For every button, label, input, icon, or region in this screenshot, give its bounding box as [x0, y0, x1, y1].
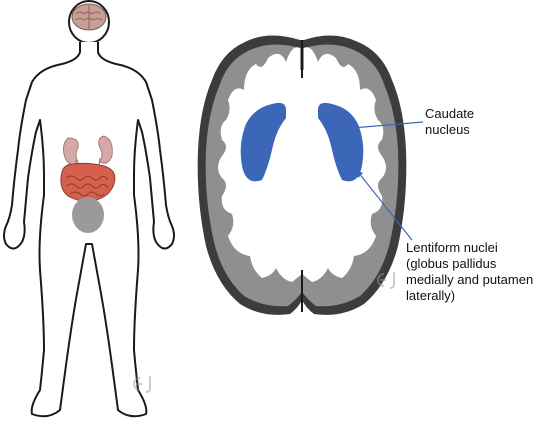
brain-axial-section	[197, 35, 407, 315]
body-watermark-icon	[133, 376, 151, 393]
body-brain-icon	[71, 3, 107, 31]
brain-white-matter	[218, 47, 386, 282]
lentiform-pointer-arrowhead	[356, 170, 363, 178]
caudate-pointer-arrowhead	[350, 124, 358, 132]
lentiform-nuclei-label: Lentiform nuclei (globus pallidus medial…	[406, 240, 534, 303]
brain-watermark-icon	[377, 272, 395, 289]
human-body	[3, 0, 175, 418]
right-basal-ganglia	[318, 102, 364, 182]
caudate-nucleus-label: Caudate nucleus	[425, 106, 475, 137]
caudate-pointer-line	[351, 121, 424, 129]
intestines-icon	[60, 162, 116, 202]
pointer-lines	[350, 121, 424, 241]
lentiform-pointer-line	[357, 171, 413, 241]
left-basal-ganglia	[240, 102, 286, 182]
bladder-icon	[72, 197, 104, 233]
left-kidney-icon	[62, 137, 79, 166]
